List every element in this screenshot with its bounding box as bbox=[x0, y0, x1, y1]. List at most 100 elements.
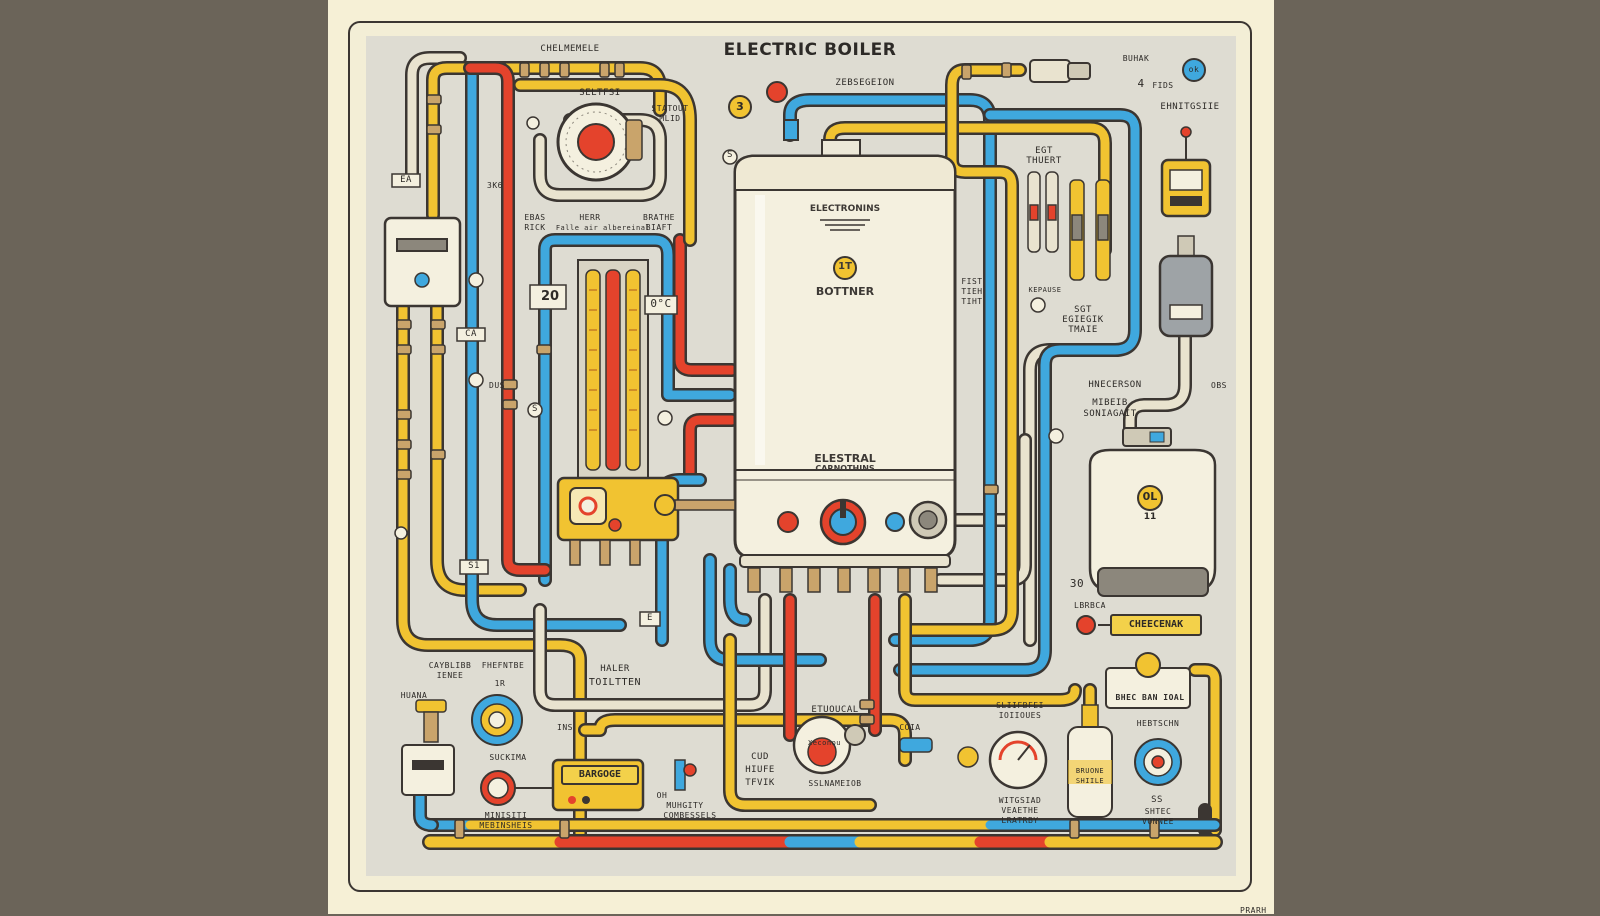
sgt-label: SGT bbox=[1074, 305, 1092, 315]
fuse-strip bbox=[1027, 171, 1111, 281]
ok-label: ok bbox=[1188, 65, 1200, 74]
s-small: S bbox=[532, 404, 538, 414]
boiler-unit bbox=[733, 119, 957, 568]
minisiti-label: MINISITI bbox=[484, 811, 528, 820]
suckima-label: SUCKIMA bbox=[489, 753, 527, 762]
pipe-neutral-mid bbox=[513, 78, 1082, 712]
cheatmetele-label: CHELMEMELE bbox=[540, 44, 600, 54]
seltfsi-label: SELTFSI bbox=[579, 88, 621, 98]
thuert-label: THUERT bbox=[1026, 156, 1062, 166]
herr-label: HERR bbox=[579, 213, 601, 222]
top-right-plug bbox=[1029, 58, 1206, 83]
pipe-red-left bbox=[463, 61, 739, 577]
zebsegeion-label: ZEBSEGEION bbox=[835, 78, 895, 88]
indicator-3: 3 bbox=[736, 100, 744, 113]
1r-label: 1R bbox=[494, 679, 506, 688]
fids-label: FIDS bbox=[1152, 81, 1174, 90]
huana-label: HUANA bbox=[400, 691, 428, 700]
lbrbca-label: LBRBCA bbox=[1074, 601, 1106, 610]
buhak-label: BUHAK bbox=[1122, 54, 1150, 63]
checkenak-tag: CHEECENAK bbox=[1110, 614, 1202, 636]
hnecerson-label: HNECERSON bbox=[1088, 380, 1142, 390]
kepause-label: KEPAUSE bbox=[1028, 286, 1062, 294]
statout-label: STATOUT bbox=[651, 104, 689, 113]
biaft-label: BIAFT bbox=[645, 223, 673, 232]
small-valve-mid bbox=[899, 737, 979, 768]
boiler-badge: 1T bbox=[838, 261, 852, 272]
tmaie-label: TMAIE bbox=[1068, 325, 1098, 335]
veaethe-label: VEAETHE bbox=[1001, 806, 1039, 815]
left-meter-box bbox=[383, 216, 462, 308]
falle-label: Falle air albereinal bbox=[555, 224, 651, 232]
fist-label: FIST bbox=[961, 277, 983, 286]
rick-label: RICK bbox=[524, 223, 546, 232]
bargoge-tag: BARGOGE bbox=[561, 765, 639, 785]
shiile-label: SHIILE bbox=[1075, 777, 1105, 785]
pressure-regulator bbox=[1158, 235, 1214, 338]
temp-0c: 0°C bbox=[650, 297, 672, 310]
pump-unit bbox=[792, 715, 866, 775]
right-gauge bbox=[1134, 738, 1182, 786]
thermostat-dial bbox=[556, 102, 643, 182]
dus-label: DUS bbox=[489, 381, 505, 390]
brathe-label: BRATHE bbox=[643, 213, 675, 222]
tieh-label: TIEH bbox=[961, 287, 983, 296]
hebtschn-label: HEBTSCHN bbox=[1136, 719, 1180, 728]
num-4: 4 bbox=[1137, 77, 1145, 90]
e-tag: E bbox=[647, 613, 653, 623]
coia-label: COIA bbox=[899, 723, 921, 732]
egiegik-label: EGIEGIK bbox=[1062, 315, 1104, 325]
ehnitgsiie-label: EHNITGSIIE bbox=[1160, 102, 1220, 112]
pipe-couplings bbox=[396, 62, 1160, 839]
indicator-20: 20 bbox=[540, 289, 560, 304]
mibeib-label: MIBEIB bbox=[1092, 398, 1128, 408]
small-tag-boxes bbox=[391, 173, 678, 627]
expansion-tank bbox=[1088, 427, 1217, 597]
cud-label: CUD bbox=[751, 752, 769, 762]
obs-label: OBS bbox=[1211, 381, 1227, 390]
egt-label: EGT bbox=[1035, 146, 1053, 156]
s1-tag: S1 bbox=[468, 561, 480, 571]
pipe-left-neutral bbox=[405, 51, 467, 187]
3k6-label: 3K6 bbox=[487, 181, 503, 190]
vonnee-label: VONNEE bbox=[1142, 817, 1174, 826]
haler-label: HALER bbox=[600, 664, 630, 674]
boiler-bottom-label-1: ELESTRAL bbox=[814, 452, 876, 465]
cayblibb-label: CAYBLIBB bbox=[428, 661, 472, 670]
tiht-label: TIHT bbox=[961, 297, 983, 306]
toiltten-label: TOILTTEN bbox=[588, 677, 642, 688]
ss-label: SS bbox=[1151, 795, 1163, 805]
ioiioues-label: IOIIOUES bbox=[998, 711, 1042, 720]
boiler-bottom-label-2: CARNOTHINS bbox=[815, 464, 875, 473]
mlid-label: MLID bbox=[659, 114, 681, 123]
boiler-top-label: ELECTRONINS bbox=[809, 204, 881, 214]
ea-tag: EA bbox=[400, 175, 412, 185]
oh-label: OH bbox=[656, 791, 668, 800]
pressure-gauge-bottom bbox=[988, 730, 1048, 790]
pipe-red-right bbox=[783, 593, 882, 742]
witgsiad-label: WITGSIAD bbox=[998, 796, 1042, 805]
pipe-tank bbox=[1123, 323, 1192, 442]
boiler-controls bbox=[777, 498, 948, 546]
s-mark: S bbox=[727, 150, 733, 160]
hiufe-label: HIUFE bbox=[745, 765, 775, 775]
ins-label: INS bbox=[557, 723, 573, 732]
heating-element bbox=[577, 259, 649, 481]
tank-badge: 0L bbox=[1142, 490, 1158, 503]
ca-tag: CA bbox=[465, 329, 477, 339]
ebas-label: EBAS bbox=[524, 213, 546, 222]
indicator-circles bbox=[394, 81, 1064, 540]
pipe-yellow-right bbox=[578, 63, 1112, 812]
combessels-label: COMBESSELS bbox=[663, 811, 717, 820]
xeconou-label: Xeconou bbox=[808, 739, 842, 747]
shtec-label: SHTEC bbox=[1144, 807, 1172, 816]
pipe-blue-left bbox=[465, 63, 737, 632]
tfvik-label: TFVIK bbox=[745, 778, 775, 788]
boiler-outlet-valves bbox=[747, 567, 938, 593]
bruone-label: BRUONE bbox=[1075, 767, 1105, 775]
lratrby-label: LRATRBY bbox=[1001, 816, 1039, 825]
bhec-ban-ioal-label: BHEC BAN IOAL bbox=[1115, 693, 1185, 702]
num-30: 30 bbox=[1069, 577, 1085, 590]
boiler-name: BOTTNER bbox=[815, 285, 875, 298]
